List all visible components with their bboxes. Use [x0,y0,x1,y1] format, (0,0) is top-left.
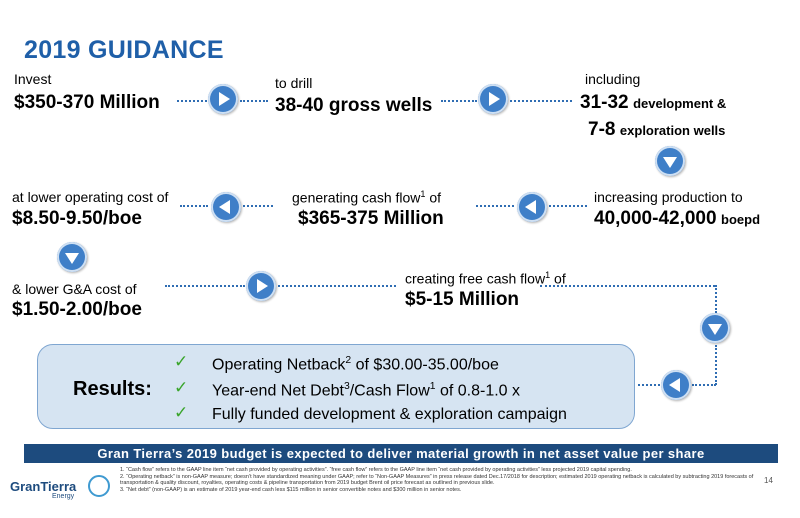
results-item-netdebt: Year-end Net Debt3/Cash Flow1 of 0.8-1.0… [212,381,520,400]
connector-dots-vertical [715,345,717,385]
arrow-down-icon [655,146,685,176]
opcost-value: $8.50-9.50/boe [12,208,142,229]
netdebt-text: Year-end Net Debt [212,382,344,400]
netback-text: Operating Netback [212,356,346,374]
connector-dots [476,205,514,207]
exploration-text: exploration wells [619,123,726,138]
production-label: increasing production to [594,189,743,205]
footnote-1: 1. “Cash flow” refers to the GAAP line i… [120,467,632,473]
arrow-down-icon [57,242,87,272]
footnote-mark: 3 [343,381,350,392]
fcf-label-of: of [550,270,566,287]
cashflow-label-text: generating cash flow [292,189,421,206]
netback-value: of $30.00-35.00/boe [351,356,499,374]
cashflow-text: /Cash Flow [349,382,430,400]
drill-value: 38-40 gross wells [275,95,433,116]
fcf-label: creating free cash flow1 of [405,270,566,287]
connector-dots [165,285,245,287]
connector-dots [441,100,477,102]
drill-label: to drill [275,75,313,91]
results-title: Results: [73,378,152,400]
cashflow-value: $365-375 Million [298,208,444,229]
cashflow-label-of: of [425,189,442,206]
connector-dots [540,285,715,287]
connector-dots [243,205,273,207]
netdebt-value: of 0.8-1.0 x [435,382,521,400]
company-logo-sub: Energy [52,493,75,500]
development-count: 31-32 [580,92,629,113]
arrow-right-icon [478,84,508,114]
footnote-mark: 1 [429,381,436,392]
exploration-wells: 7-8 exploration wells [588,119,725,141]
ga-label: & lower G&A cost of [12,281,137,297]
exploration-count: 7-8 [588,119,616,140]
arrow-left-icon [517,192,547,222]
results-item-netback: Operating Netback2 of $30.00-35.00/boe [212,355,499,374]
development-wells: 31-32 development & [580,92,726,114]
arrow-left-icon [211,192,241,222]
footnote-mark: 1 [420,189,426,199]
connector-dots [638,384,660,386]
fcf-value: $5-15 Million [405,289,520,310]
arrow-down-icon [700,313,730,343]
arrow-right-icon [246,271,276,301]
invest-label: Invest [14,71,52,87]
results-item-funded: Fully funded development & exploration c… [212,406,567,423]
connector-dots [180,205,208,207]
including-label: including [585,71,641,87]
arrow-left-icon [661,370,691,400]
fcf-label-text: creating free cash flow [405,270,546,287]
connector-dots [549,205,587,207]
checkmark-icon: ✓ [174,403,189,422]
page-number: 14 [764,476,773,485]
arrow-right-icon [208,84,238,114]
slide-title: 2019 GUIDANCE [24,36,224,64]
development-text: development & [633,96,727,111]
footnote-mark: 1 [545,270,551,280]
opcost-label: at lower operating cost of [12,189,169,205]
connector-dots-vertical [715,285,717,313]
production-value-group: 40,000-42,000 boepd [594,208,760,230]
ga-value: $1.50-2.00/boe [12,299,142,320]
production-unit: boepd [721,212,761,227]
connector-dots [177,100,207,102]
company-logo: GranTierra [10,479,77,494]
logo-globe-icon [88,475,110,497]
checkmark-icon: ✓ [174,378,189,397]
footnotes: 1. “Cash flow” refers to the GAAP line i… [120,467,760,493]
connector-dots [510,100,572,102]
summary-banner: Gran Tierra’s 2019 budget is expected to… [24,444,778,463]
production-value: 40,000-42,000 [594,208,717,229]
connector-dots [692,384,716,386]
footnote-mark: 2 [345,355,352,366]
footnote-3: 3. “Net debt” (non-GAAP) is an estimate … [120,486,462,493]
footnote-2: 2. “Operating netback” is non-GAAP measu… [120,473,754,487]
connector-dots [278,285,396,287]
checkmark-icon: ✓ [174,352,189,371]
cashflow-label: generating cash flow1 of [292,189,441,206]
invest-value: $350-370 Million [14,92,160,113]
results-box [37,344,635,429]
connector-dots [240,100,268,102]
